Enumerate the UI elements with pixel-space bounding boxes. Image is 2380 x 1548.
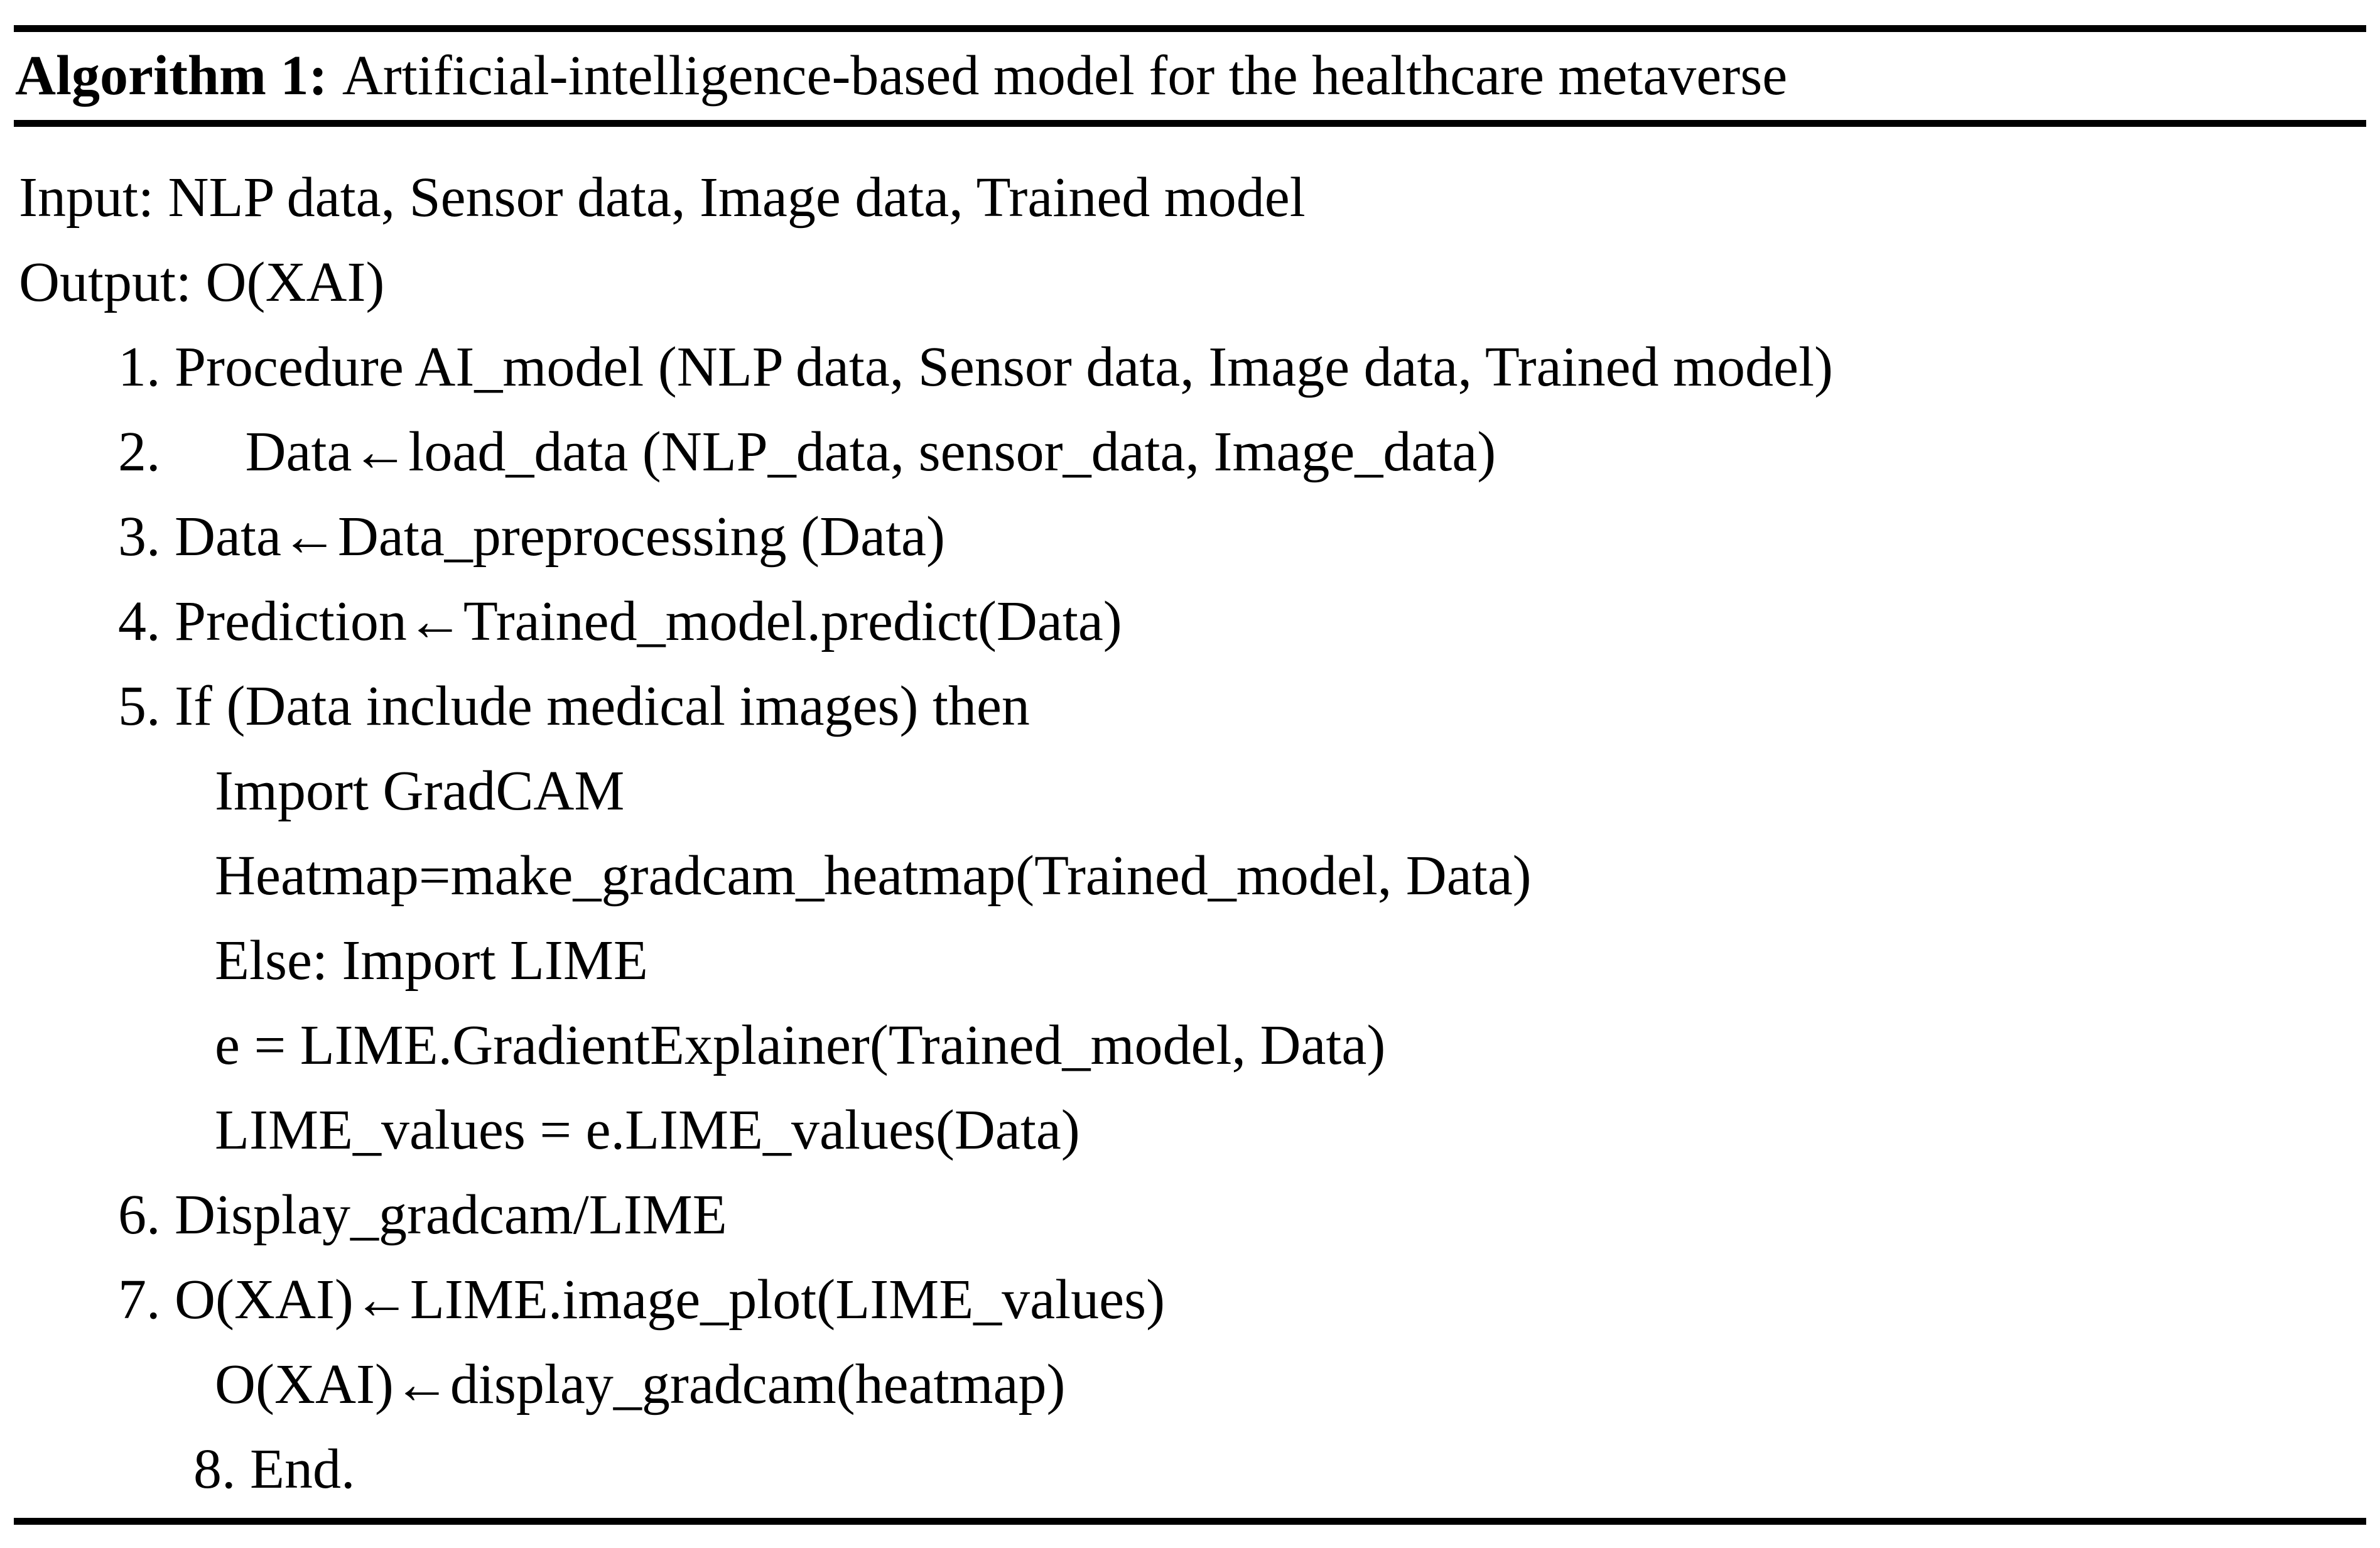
line-step-8-end: 8. End. [193,1437,355,1500]
line-step-2-load-data: 2. Data←load_data (NLP_data, sensor_data… [118,420,1496,483]
line-step-7-image-plot: 7. O(XAI)←LIME.image_plot(LIME_values) [118,1268,1166,1331]
algorithm-header: Algorithm 1: Artificial-intelligence-bas… [0,32,2380,120]
line-step-5-if-images: 5. If (Data include medical images) then [118,674,1030,737]
line-make-heatmap: Heatmap=make_gradcam_heatmap(Trained_mod… [215,844,1532,907]
bottom-rule [14,1518,2366,1525]
line-output: Output: O(XAI) [19,251,385,313]
line-else-import-lime: Else: Import LIME [215,929,648,992]
line-step-3-preprocessing: 3. Data←Data_preprocessing (Data) [118,505,945,568]
algorithm-body: Input: NLP data, Sensor data, Image data… [0,127,2380,1512]
line-gradient-explainer: e = LIME.GradientExplainer(Trained_model… [215,1014,1386,1076]
line-step-4-prediction: 4. Prediction←Trained_model.predict(Data… [118,590,1122,652]
line-lime-values: LIME_values = e.LIME_values(Data) [215,1098,1080,1161]
line-step-1-procedure: 1. Procedure AI_model (NLP data, Sensor … [118,335,1833,398]
algorithm-title: Artificial-intelligence-based model for … [342,45,1788,107]
line-step-6-display: 6. Display_gradcam/LIME [118,1183,727,1246]
top-rule [14,25,2366,32]
line-display-gradcam: O(XAI)←display_gradcam(heatmap) [215,1353,1066,1415]
line-import-gradcam: Import GradCAM [215,759,625,822]
line-input: Input: NLP data, Sensor data, Image data… [19,166,1306,229]
algorithm-label: Algorithm 1: [15,45,328,107]
header-rule [14,120,2366,127]
